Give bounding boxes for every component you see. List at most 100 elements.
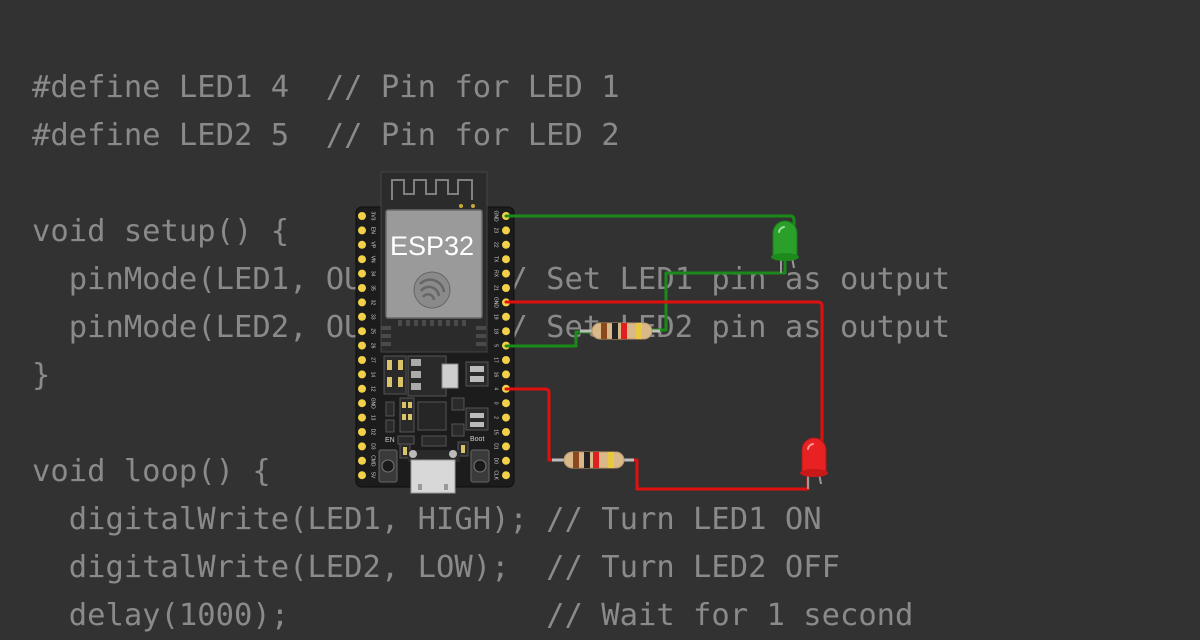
code-line: }: [32, 358, 51, 393]
header-pin[interactable]: [502, 255, 510, 264]
led-1-green[interactable]: [771, 220, 799, 273]
pin-label: 25: [370, 328, 376, 334]
pin-label: EN: [370, 227, 376, 234]
header-pin[interactable]: [358, 226, 366, 235]
module-castellations: [381, 320, 486, 346]
pin-label: CLK: [493, 470, 499, 480]
header-pin[interactable]: [358, 327, 366, 336]
pin-label: 15: [493, 429, 499, 435]
pin-label: 0: [493, 402, 499, 405]
pin-label: 35: [370, 285, 376, 291]
resistor-1[interactable]: [580, 322, 660, 340]
pin-label: D3: [370, 443, 376, 450]
wire-resistor2-led2: [625, 458, 810, 491]
pin-label: TX: [493, 256, 499, 263]
pin-label: 14: [370, 372, 376, 378]
antenna-icon: [391, 179, 473, 200]
header-pin[interactable]: [358, 456, 366, 465]
en-button[interactable]: [378, 449, 398, 483]
pin-label: CMD: [370, 455, 376, 467]
boot-button-label: Boot: [470, 436, 484, 443]
header-pin[interactable]: [358, 312, 366, 321]
header-pin[interactable]: [502, 284, 510, 292]
pin-label: RX: [493, 270, 499, 278]
pin-label: 12: [370, 386, 376, 392]
pin-label: D1: [493, 443, 499, 450]
antenna-dot: [459, 204, 463, 208]
pin-label: 21: [493, 285, 499, 291]
left-pin-header: [358, 212, 366, 480]
pin-label: 19: [493, 314, 499, 320]
boot-button[interactable]: [470, 449, 490, 483]
pin-label: 32: [370, 300, 376, 306]
resistor-2[interactable]: [552, 451, 634, 469]
pin-label: VN: [370, 256, 376, 263]
header-pin[interactable]: [358, 298, 366, 307]
header-pin[interactable]: [358, 341, 366, 350]
code-line: digitalWrite(LED2, LOW); // Turn LED2 OF…: [32, 550, 840, 585]
header-pin[interactable]: [358, 255, 366, 264]
code-editor: #define LED1 4 // Pin for LED 1 #define L…: [32, 64, 950, 640]
pin-label: 22: [493, 242, 499, 248]
pin-label: 23: [493, 228, 499, 234]
code-line: #define LED2 5 // Pin for LED 2: [32, 118, 620, 153]
pin-label: 5: [493, 344, 499, 347]
header-pin[interactable]: [358, 356, 366, 364]
header-pin[interactable]: [502, 240, 510, 249]
wire-gnd-led2: [504, 300, 824, 458]
pin-label: 26: [370, 343, 376, 349]
header-pin[interactable]: [358, 212, 366, 220]
pin-label: 17: [493, 357, 499, 363]
header-pin[interactable]: [502, 456, 510, 465]
header-pin[interactable]: [358, 413, 366, 422]
header-pin[interactable]: [358, 284, 366, 292]
header-pin[interactable]: [358, 428, 366, 436]
header-pin[interactable]: [358, 471, 366, 480]
header-pin[interactable]: [358, 370, 366, 379]
header-pin[interactable]: [502, 442, 510, 451]
module-shield: [385, 209, 483, 319]
left-pin-labels: 3V3ENVPVN343532332526271412GND13D2D3CMD5…: [370, 212, 376, 479]
esp32-board[interactable]: ESP32: [355, 171, 515, 494]
pin-label: VP: [370, 241, 376, 248]
espressif-logo-icon: [413, 271, 451, 309]
pin-label: 13: [370, 415, 376, 421]
header-pin[interactable]: [502, 399, 510, 408]
pin-label: 34: [370, 271, 376, 277]
pin-label: D2: [370, 429, 376, 436]
wire-pin4-resistor2: [504, 387, 560, 462]
wire-pin5-resistor1: [504, 330, 592, 348]
header-pin[interactable]: [502, 327, 510, 336]
header-pin[interactable]: [502, 356, 510, 364]
header-pin[interactable]: [358, 269, 366, 278]
code-line: void setup() {: [32, 214, 290, 249]
header-pin[interactable]: [358, 442, 366, 451]
header-pin[interactable]: [502, 471, 510, 480]
code-line: #define LED1 4 // Pin for LED 1: [32, 70, 620, 105]
pin-label: GND: [493, 297, 499, 309]
header-pin[interactable]: [358, 240, 366, 249]
header-pin[interactable]: [502, 312, 510, 321]
right-pin-header: [502, 212, 510, 480]
header-pin[interactable]: [502, 428, 510, 436]
header-pin[interactable]: [358, 399, 366, 408]
header-pin[interactable]: [502, 226, 510, 235]
pin-label: GND: [370, 398, 376, 410]
header-pin[interactable]: [502, 269, 510, 278]
wire-led1-resistor1: [648, 260, 787, 332]
header-pin[interactable]: [358, 384, 366, 393]
code-line: void loop() {: [32, 454, 271, 489]
code-line: digitalWrite(LED1, HIGH); // Turn LED1 O…: [32, 502, 822, 537]
header-pin[interactable]: [502, 413, 510, 422]
en-button-label: EN: [385, 437, 395, 444]
pcb-components: [383, 355, 489, 462]
wire-gnd-led1: [504, 214, 796, 242]
code-line: delay(1000); // Wait for 1 second: [32, 598, 914, 633]
usb-port[interactable]: [408, 450, 460, 494]
pin-label: 4: [493, 387, 499, 390]
led-2-red[interactable]: [800, 437, 828, 489]
pin-label: 16: [493, 372, 499, 378]
pin-label: 3V3: [370, 212, 376, 221]
header-pin[interactable]: [502, 370, 510, 379]
